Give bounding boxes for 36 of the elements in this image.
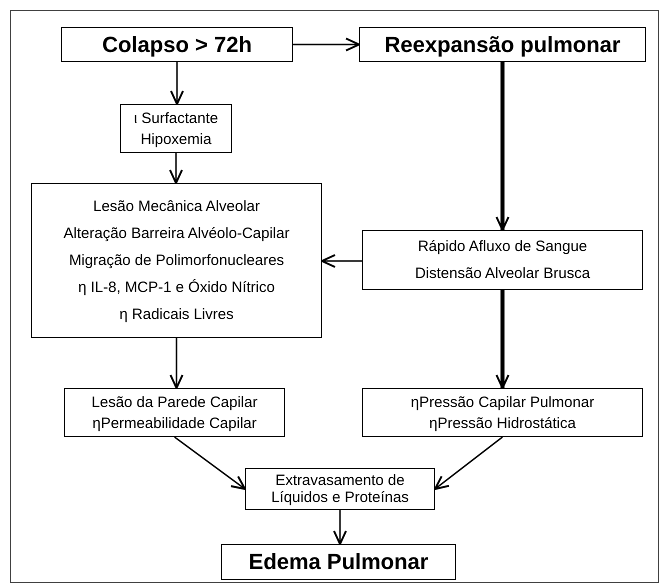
box-text: Colapso > 72h bbox=[102, 30, 252, 58]
box-text: Distensão Alveolar Brusca bbox=[414, 264, 590, 284]
box-text: ηPressão Hidrostática bbox=[429, 414, 576, 434]
process-box bbox=[64, 388, 285, 437]
box-text: ι Surfactante bbox=[134, 108, 218, 128]
arrow bbox=[174, 436, 246, 490]
arrow bbox=[170, 62, 184, 105]
box-text: Edema Pulmonar bbox=[248, 548, 428, 576]
box-text: ηPermeabilidade Capilar bbox=[92, 414, 257, 434]
arrow bbox=[293, 38, 360, 52]
arrow bbox=[321, 254, 362, 268]
box-text: η Radicais Livres bbox=[119, 305, 234, 325]
process-box bbox=[245, 468, 435, 510]
process-box bbox=[31, 183, 322, 338]
box-text: Alteração Barreira Alvéolo-Capilar bbox=[64, 224, 290, 244]
process-box bbox=[362, 230, 643, 290]
box-text: Lesão da Parede Capilar bbox=[92, 392, 258, 412]
box-text: Lesão Mecânica Alveolar bbox=[93, 197, 260, 217]
box-text: Reexpansão pulmonar bbox=[384, 30, 620, 58]
arrow bbox=[169, 153, 183, 184]
box-text: ηPressão Capilar Pulmonar bbox=[410, 392, 594, 412]
process-box bbox=[61, 27, 293, 62]
process-box bbox=[362, 388, 643, 437]
box-text: Hipoxemia bbox=[140, 130, 212, 150]
process-box bbox=[221, 544, 456, 580]
arrow bbox=[496, 290, 510, 389]
box-text: Extravasamento de Líquidos e Proteínas bbox=[270, 472, 410, 506]
process-box bbox=[359, 27, 646, 62]
box-text: Rápido Afluxo de Sangue bbox=[418, 237, 588, 257]
box-text: η IL-8, MCP-1 e Óxido Nítrico bbox=[78, 278, 275, 298]
arrow bbox=[434, 436, 503, 490]
process-box bbox=[120, 104, 232, 153]
arrow bbox=[333, 510, 347, 545]
arrow bbox=[170, 338, 184, 389]
arrow bbox=[496, 62, 510, 231]
box-text: Migração de Polimorfonucleares bbox=[68, 251, 284, 271]
